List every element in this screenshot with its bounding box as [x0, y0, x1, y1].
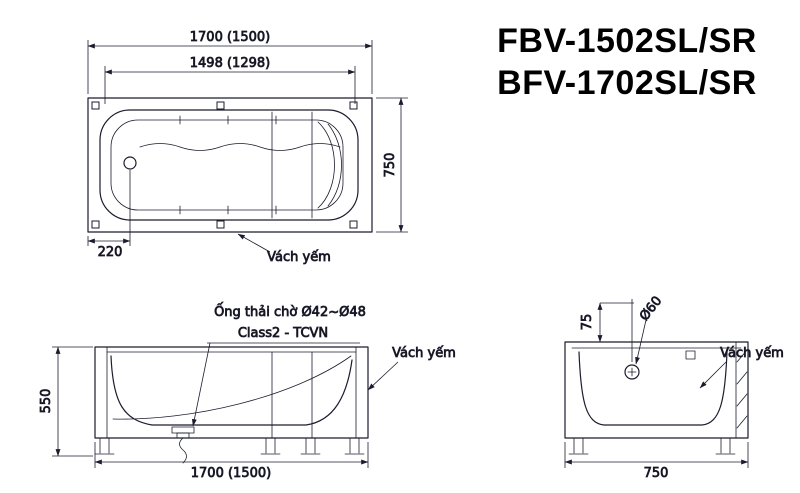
side-length-dim: 1700 (1500): [191, 466, 271, 481]
plan-apron-leader-line: [237, 233, 271, 253]
end-apron-label: Vách yếm: [720, 346, 784, 361]
overflow-hole-center-cross: [627, 367, 637, 377]
side-apron-leader-line: [367, 361, 399, 391]
overflow-hole: [624, 364, 640, 380]
side-basin-profile: [110, 355, 353, 426]
side-drain-pipe-note: Ống thải chờ Ø42~Ø48: [214, 303, 366, 320]
plan-tub-rim: [99, 109, 359, 221]
side-drain-fitting-lower: [176, 432, 190, 439]
side-legs: [94, 437, 365, 455]
plan-drain-offset-dim: 220: [98, 245, 123, 260]
plan-backrest-curve-inner: [327, 123, 342, 207]
plan-outer-length-extension-lines: [87, 40, 373, 94]
end-view: [564, 341, 749, 455]
end-apron-hatching: [736, 349, 748, 429]
plan-drain-hole: [123, 156, 137, 170]
plan-view: [87, 97, 373, 233]
plan-rim-ticks: [179, 115, 277, 215]
side-drain-pipe-squiggle: [179, 437, 187, 464]
side-dimensions: 550 1700 (1500) Ống thải chờ Ø42~Ø48 Cla…: [39, 303, 457, 482]
plan-fixing-tabs: [91, 101, 358, 229]
side-drain-leader-line: [191, 342, 211, 427]
model-number-2: BFV-1702SL/SR: [497, 64, 757, 102]
side-length-extension-lines: [94, 442, 369, 468]
end-overflow-offset-dim: 75: [580, 314, 595, 331]
end-width-extension-lines: [564, 442, 749, 468]
plan-outer-length-dim: 1700 (1500): [190, 30, 270, 45]
side-body-outline: [94, 346, 369, 439]
plan-water-line: [139, 143, 341, 151]
end-legs: [568, 437, 736, 455]
side-far-rim-sweep: [112, 355, 352, 420]
plan-dimensions: 1700 (1500) 1498 (1298) 750 220 Vách yếm: [87, 30, 408, 265]
side-height-dim: 550: [39, 389, 54, 414]
plan-width-dim: 750: [383, 153, 398, 178]
side-apron-label: Vách yếm: [392, 346, 456, 361]
plan-tub-inner-wall: [110, 119, 344, 211]
end-width-dim: 750: [644, 466, 669, 481]
plan-drain-offset-extension-lines: [87, 170, 131, 246]
end-basin-profile: [578, 351, 728, 426]
end-apron-clip: [685, 350, 696, 360]
plan-deck-outline: [87, 97, 373, 233]
end-overflow-extension-lines: [600, 299, 634, 362]
side-standard-note: Class2 - TCVN: [238, 326, 328, 341]
plan-backrest-curve-outer: [317, 121, 335, 209]
plan-apron-label: Vách yếm: [267, 250, 331, 265]
end-body-outline: [564, 341, 749, 439]
model-number-1: FBV-1502SL/SR: [497, 22, 757, 60]
plan-inner-length-dim: 1498 (1298): [190, 56, 270, 71]
end-overflow-leader-line: [635, 319, 647, 365]
end-dimensions: 75 Ø60 750 Vách yếm: [564, 293, 784, 481]
side-view: [94, 346, 369, 464]
end-apron-leader-line: [699, 361, 727, 389]
side-drain-fitting-upper: [171, 426, 195, 434]
end-overflow-diameter-label: Ø60: [637, 294, 665, 324]
title-block: FBV-1502SL/SR BFV-1702SL/SR: [497, 22, 757, 102]
